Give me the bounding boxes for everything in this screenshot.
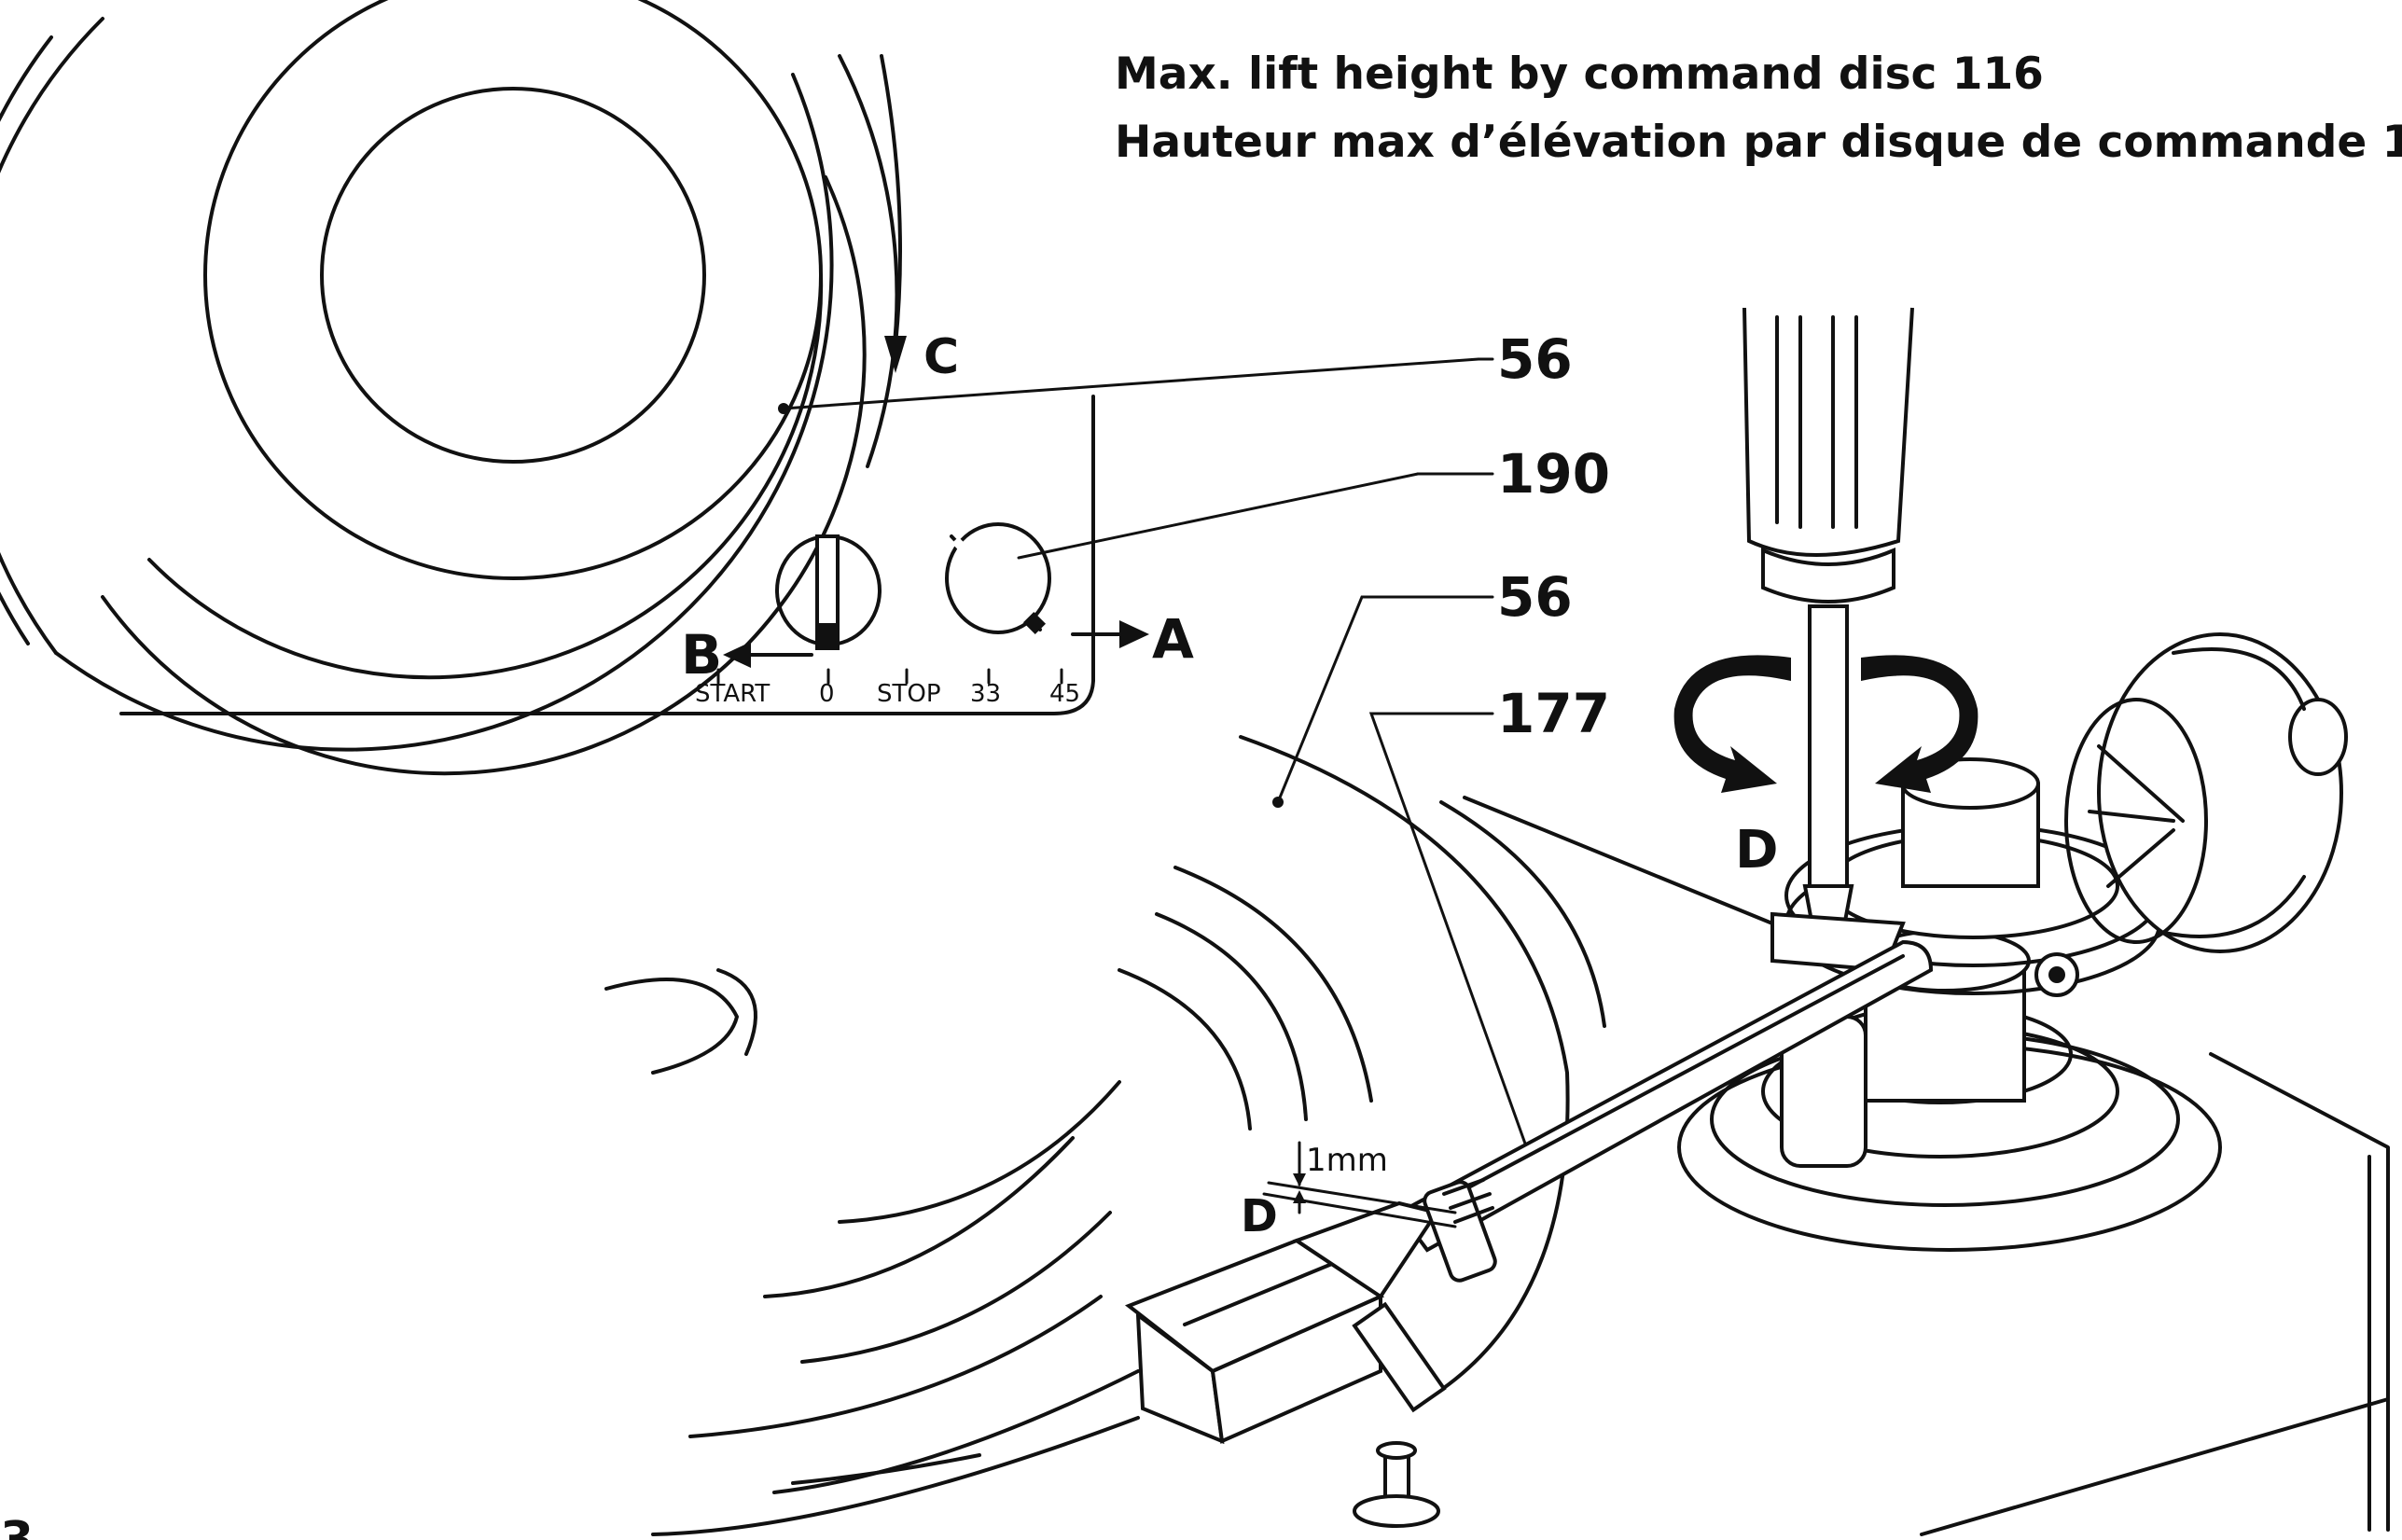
tonearm xyxy=(1396,939,1934,1253)
callout-56-mid: 56 xyxy=(1497,565,1573,629)
screwdriver xyxy=(1742,307,1914,973)
callout-190: 190 xyxy=(1497,442,1610,506)
leader-lines xyxy=(778,357,1535,1162)
figure-number: 3 xyxy=(0,1512,34,1540)
arrow-b xyxy=(723,642,813,668)
counterweight xyxy=(2064,632,2348,953)
scale-33: 33 xyxy=(970,680,1001,708)
letter-c: C xyxy=(923,329,959,385)
gap-dimension xyxy=(1262,1141,1457,1228)
scale-start: START xyxy=(695,680,770,708)
platter-top-view xyxy=(0,0,907,776)
caption-french: Hauteur max d’élévation par disque de co… xyxy=(1115,117,2402,168)
scale-zero: 0 xyxy=(819,680,835,708)
letter-d-rotation: D xyxy=(1735,820,1778,881)
rotation-arrows xyxy=(1673,655,1979,793)
start-stop-knob xyxy=(775,534,882,650)
control-panel-edge xyxy=(119,395,1095,715)
tonearm-pedestal xyxy=(1677,757,2222,1252)
headshell xyxy=(1124,1178,1497,1528)
letter-a: A xyxy=(1152,607,1194,671)
speed-knob xyxy=(945,522,1051,635)
deck-base xyxy=(1463,796,2390,1536)
letter-b: B xyxy=(681,623,722,687)
caption-english: Max. lift height by command disc 116 xyxy=(1115,49,2044,100)
speed-scale xyxy=(716,668,1063,685)
callout-177: 177 xyxy=(1497,682,1610,745)
platter-perspective xyxy=(604,735,1606,1536)
letter-d-gap: D xyxy=(1241,1190,1278,1242)
scale-stop: STOP xyxy=(877,680,941,708)
arrow-a xyxy=(1071,620,1149,648)
dimension-1mm: 1mm xyxy=(1306,1142,1388,1179)
scale-45: 45 xyxy=(1049,680,1080,708)
callout-56-top: 56 xyxy=(1497,327,1573,391)
